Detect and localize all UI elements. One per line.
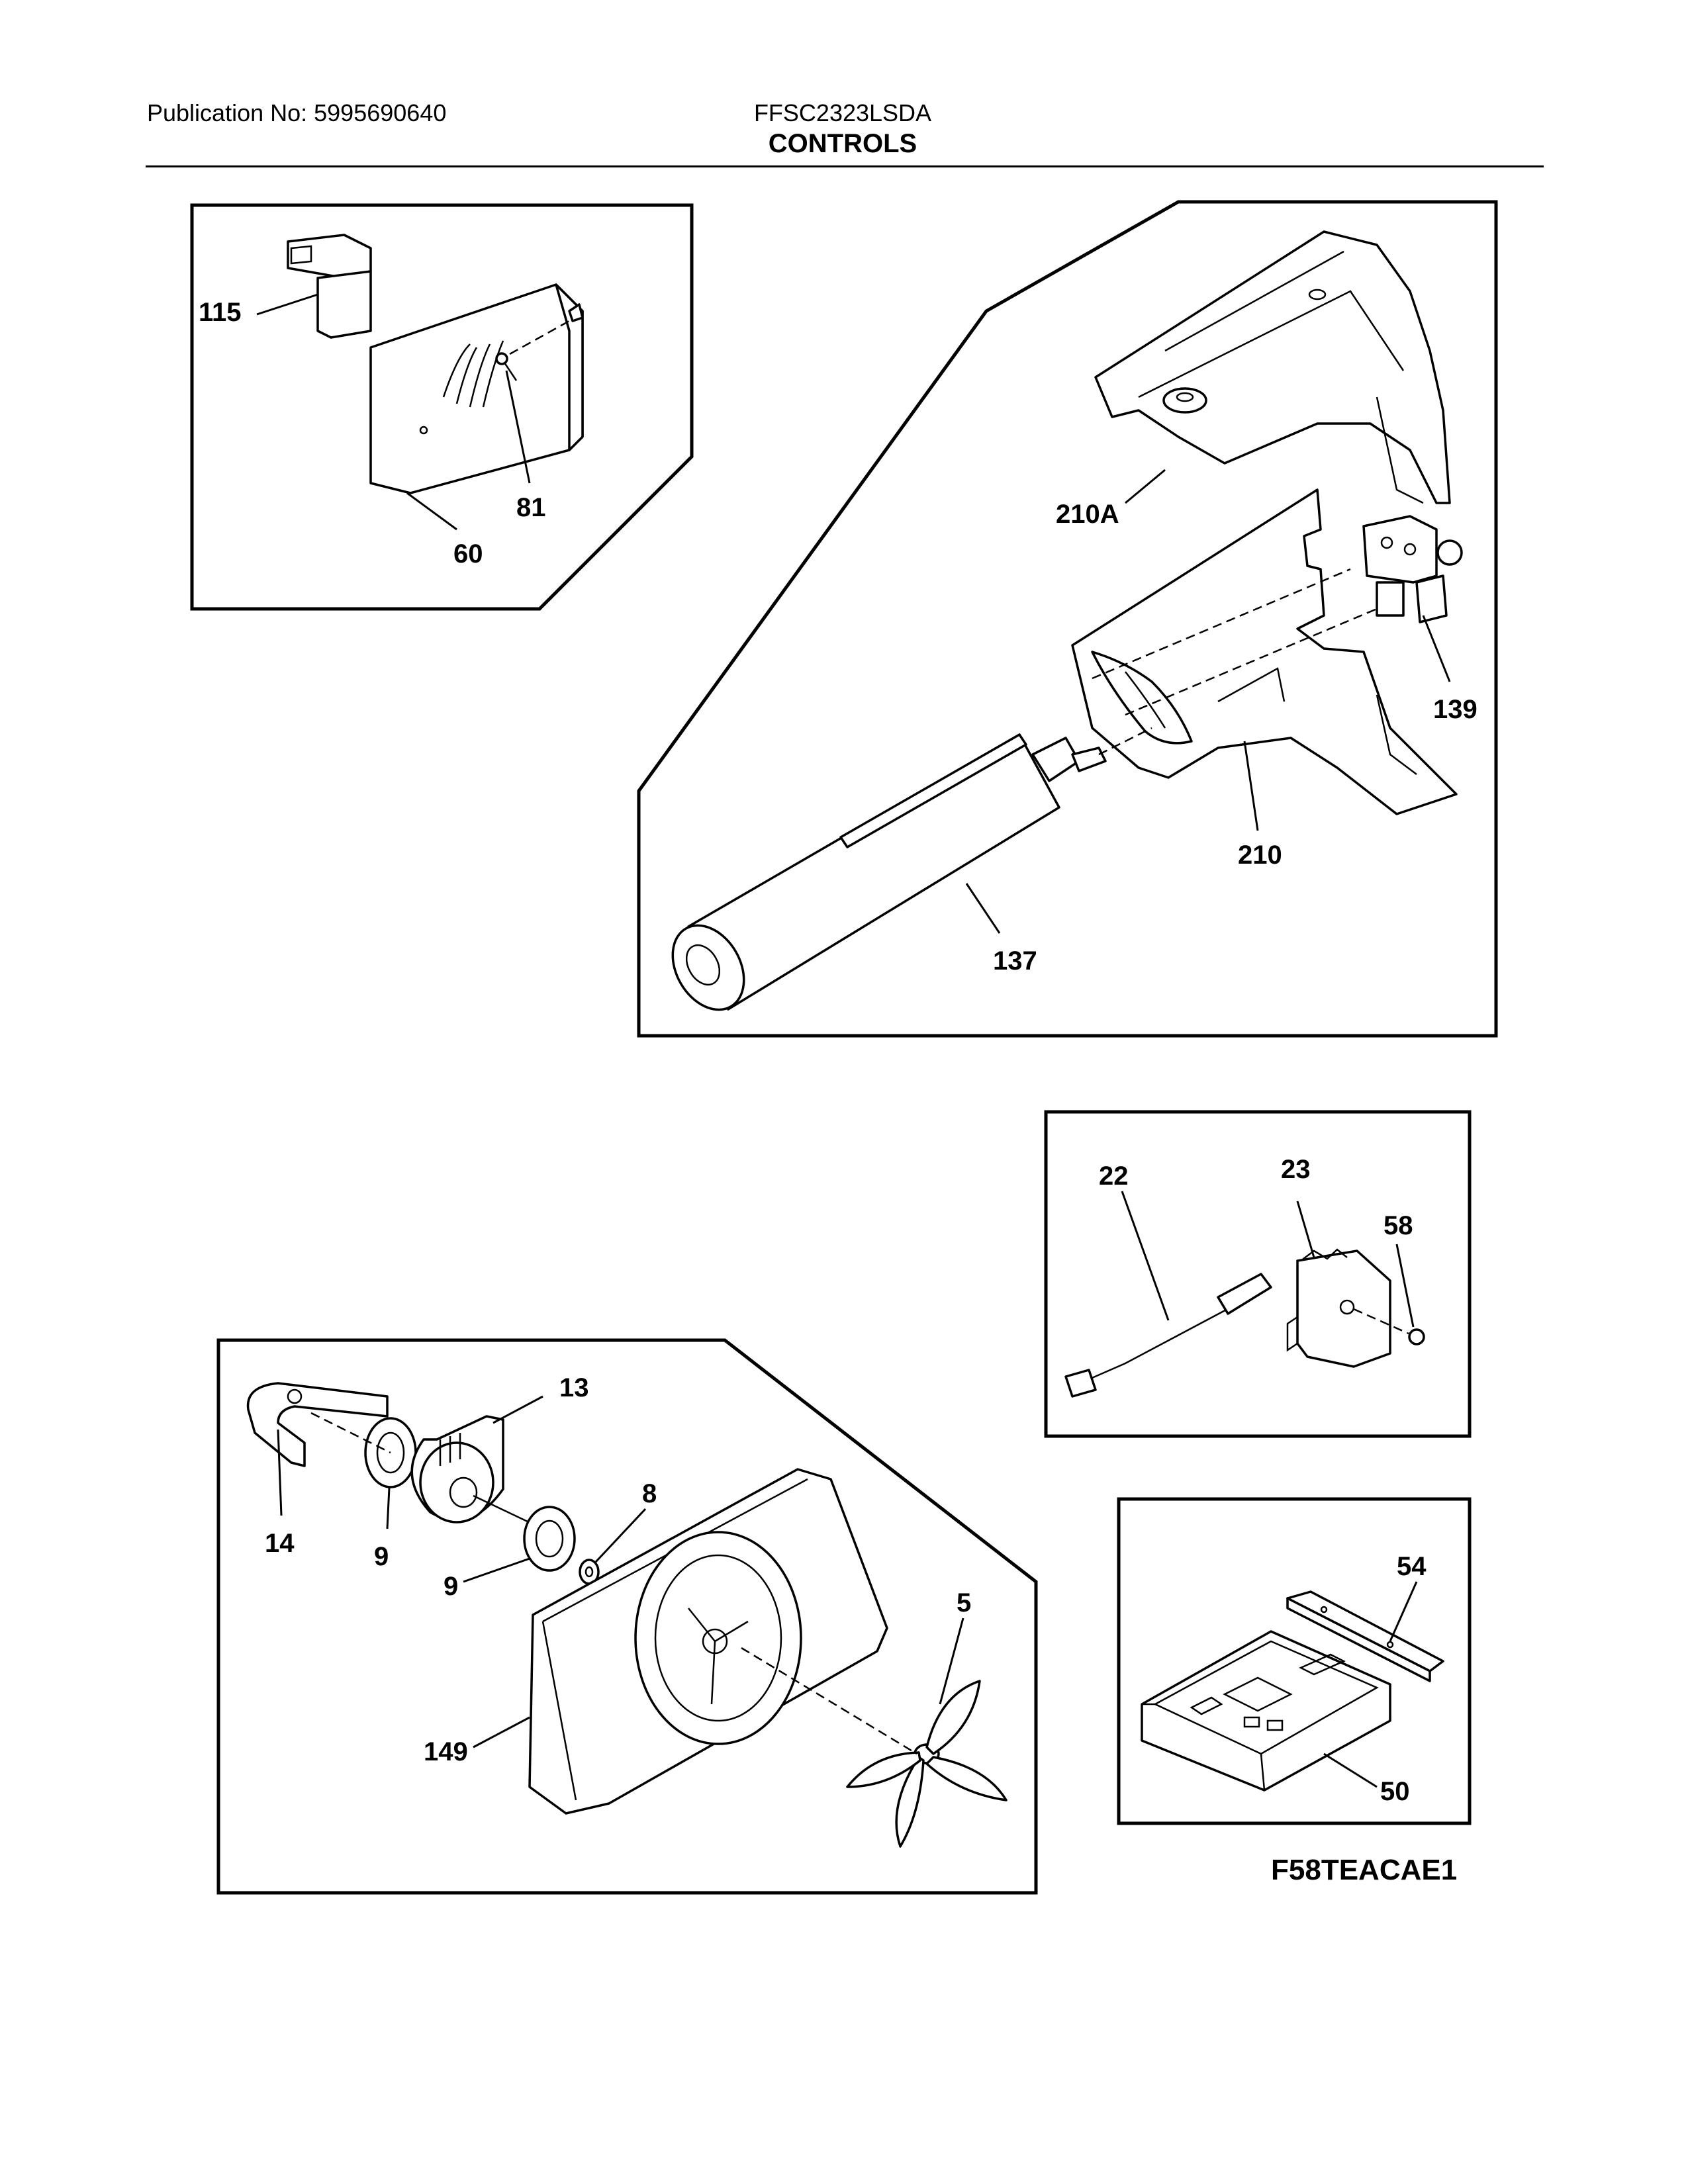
part-149-fan-shroud <box>528 1468 888 1815</box>
leader-50 <box>1323 1752 1378 1788</box>
part-137-water-filter <box>671 727 1152 1011</box>
callout-22: 22 <box>1099 1161 1129 1191</box>
panel-frame-5 <box>1117 1497 1472 1825</box>
part-14-bracket <box>246 1382 389 1467</box>
leader-54 <box>1389 1581 1418 1642</box>
part-22-thermistor <box>1064 1273 1272 1398</box>
part-139-water-valve <box>1362 515 1463 623</box>
callout-60: 60 <box>453 539 483 569</box>
part-50-control-board <box>1141 1630 1391 1792</box>
leader-14 <box>277 1429 283 1516</box>
panel-control-housing: 115 81 60 <box>190 203 694 611</box>
panel-frame-1 <box>190 203 694 611</box>
leader-9a <box>386 1487 391 1529</box>
part-8-washer <box>579 1559 600 1585</box>
leader-58 <box>1395 1244 1415 1328</box>
callout-149: 149 <box>424 1737 468 1766</box>
header-rule <box>146 165 1544 167</box>
callout-58: 58 <box>1383 1211 1413 1240</box>
leader-23 <box>1296 1201 1315 1258</box>
callout-115: 115 <box>199 298 242 327</box>
part-13-fan-motor <box>410 1415 543 1530</box>
callout-54: 54 <box>1397 1552 1427 1581</box>
panel-frame-2 <box>637 200 1498 1038</box>
callout-23: 23 <box>1281 1155 1311 1184</box>
part-81-screw <box>495 320 570 381</box>
callout-210: 210 <box>1238 841 1282 870</box>
callout-8: 8 <box>642 1479 657 1508</box>
leader-22 <box>1121 1191 1170 1321</box>
panel-frame-4 <box>216 1338 1038 1895</box>
page-title: CONTROLS <box>768 129 917 158</box>
part-9-grommet-upper <box>310 1412 417 1488</box>
leader-9b <box>463 1557 530 1583</box>
part-115-relay <box>287 234 372 339</box>
leader-137 <box>965 883 1001 934</box>
leader-210 <box>1243 741 1259 831</box>
callout-9-lower: 9 <box>444 1572 458 1601</box>
leader-115 <box>256 293 318 316</box>
callout-210A: 210A <box>1056 500 1119 529</box>
part-54-board-cover <box>1286 1590 1444 1682</box>
publication-number: Publication No: 5995690640 <box>147 99 447 126</box>
model-number: FFSC2323LSDA <box>753 99 932 126</box>
leader-60 <box>406 492 457 531</box>
callout-81: 81 <box>516 493 546 522</box>
callout-9-upper: 9 <box>374 1542 389 1571</box>
panel-water-filter: 210A 139 210 137 <box>637 200 1498 1038</box>
leader-139 <box>1422 615 1451 682</box>
part-210A-filter-cover <box>1094 230 1451 504</box>
part-58-screw <box>1353 1308 1425 1345</box>
part-23-sensor-cover <box>1286 1248 1391 1368</box>
panel-thermistor: 22 23 58 <box>1044 1110 1472 1438</box>
figure-code: F58TEACAE1 <box>1271 1854 1457 1886</box>
callout-14: 14 <box>265 1529 295 1558</box>
callout-13: 13 <box>559 1373 589 1402</box>
callout-139: 139 <box>1433 695 1477 724</box>
panel-frame-3 <box>1044 1110 1472 1438</box>
callout-5: 5 <box>957 1588 971 1617</box>
part-60-housing <box>369 283 584 494</box>
callout-50: 50 <box>1380 1777 1410 1806</box>
leader-149 <box>473 1716 530 1749</box>
part-210-filter-bracket <box>1071 488 1458 815</box>
leader-8 <box>594 1508 647 1563</box>
leader-5 <box>939 1617 964 1705</box>
panel-control-board: 54 50 <box>1117 1497 1472 1825</box>
panel-fan-assembly: 13 14 9 9 8 5 149 <box>216 1338 1038 1895</box>
part-5-fan-blade <box>741 1647 1008 1848</box>
leader-81 <box>505 370 531 484</box>
leader-210A <box>1125 469 1166 504</box>
leader-13 <box>492 1395 543 1424</box>
callout-137: 137 <box>993 946 1037 976</box>
part-9-grommet-lower <box>523 1506 576 1572</box>
